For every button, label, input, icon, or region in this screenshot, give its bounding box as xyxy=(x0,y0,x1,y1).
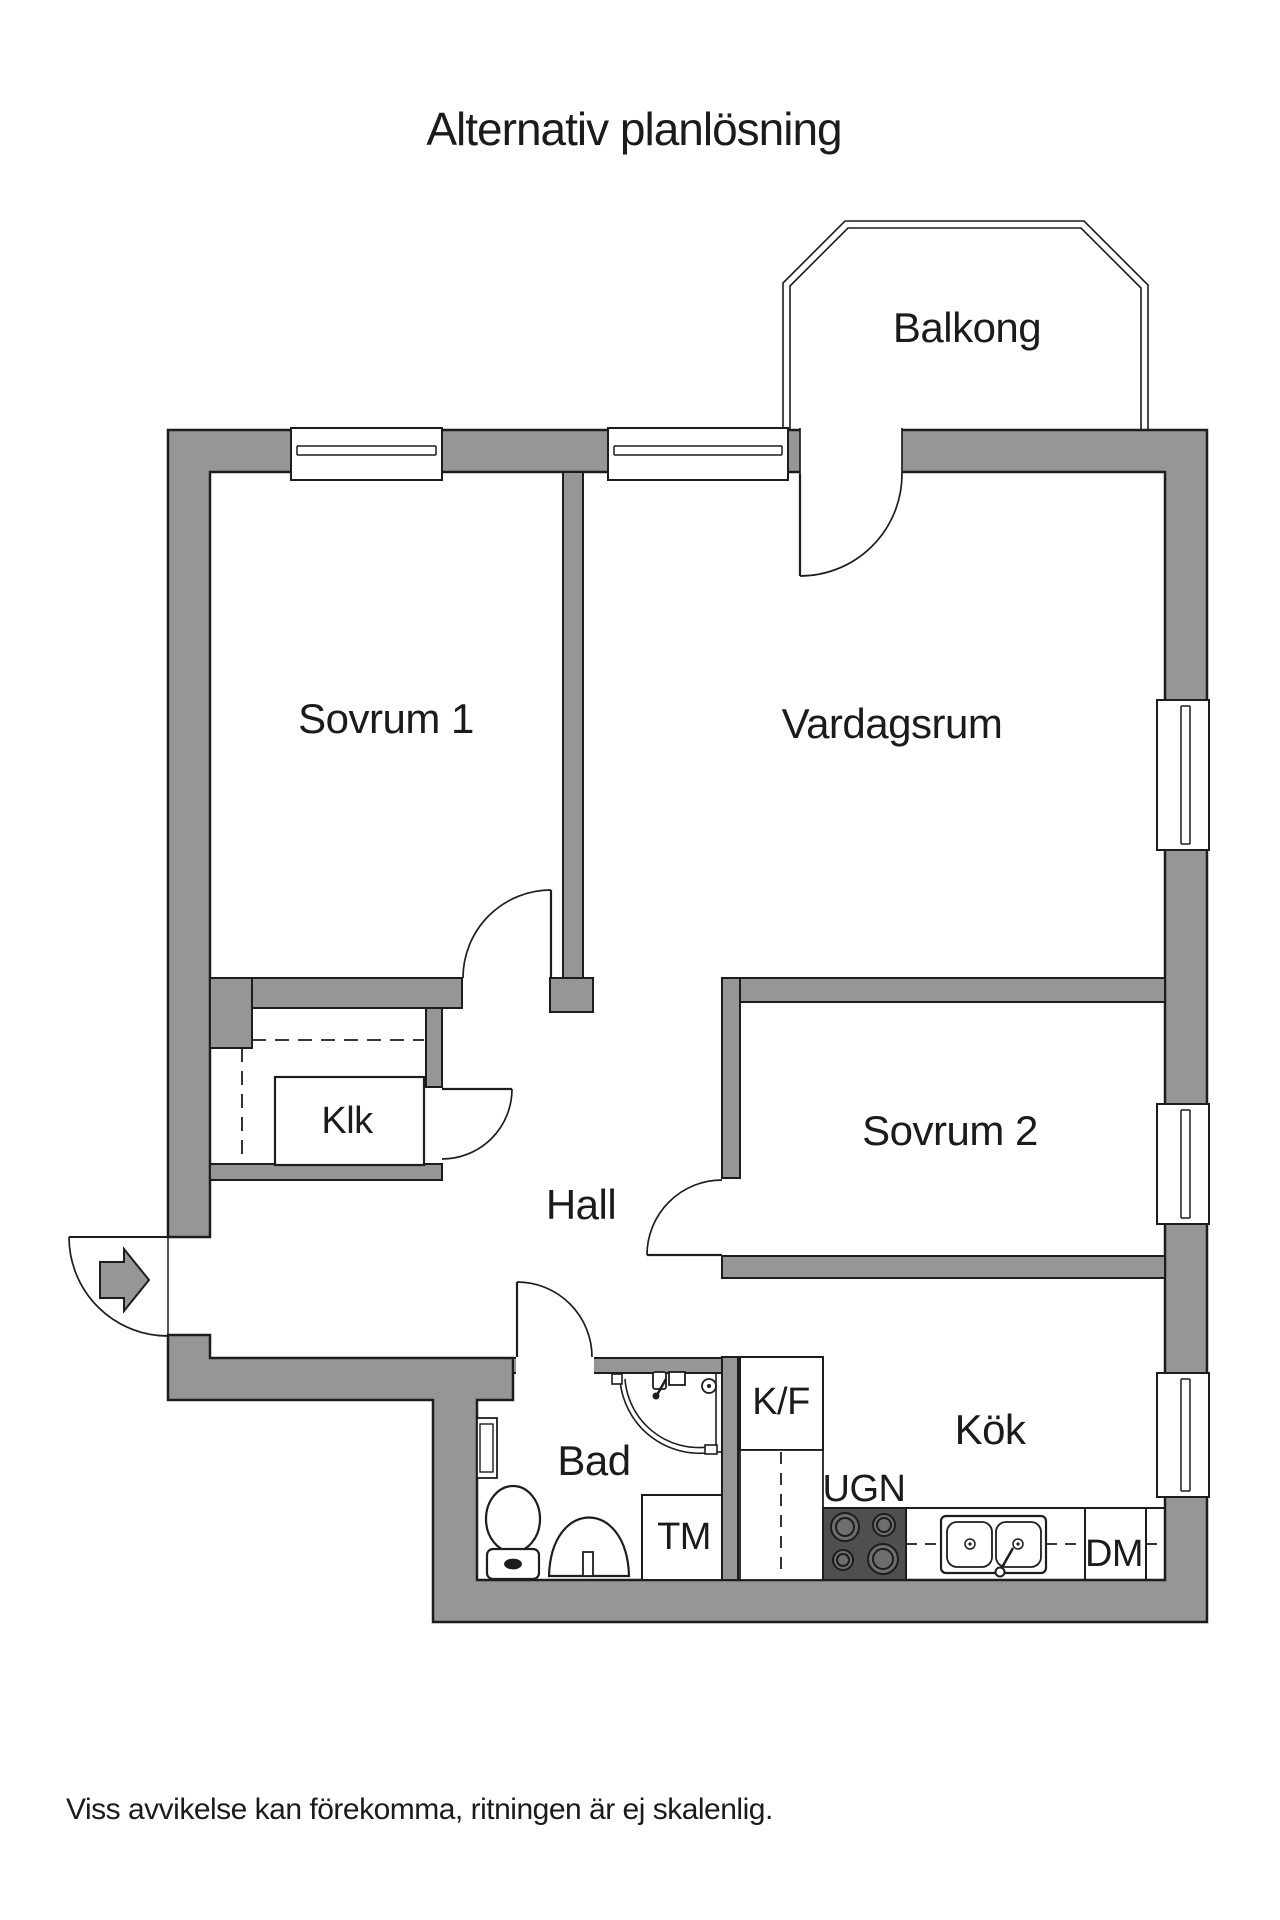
kitchen-sink-icon xyxy=(939,1514,1048,1578)
room-label-bedroom1: Sovrum 1 xyxy=(298,695,474,742)
wall-bedroom2-south xyxy=(721,1255,1166,1279)
window-kitchen-icon xyxy=(1156,1372,1210,1498)
closet-box xyxy=(273,1075,426,1167)
appliance-label-dishwasher: DM xyxy=(1084,1533,1144,1575)
bath-door-opening xyxy=(516,1355,594,1376)
fridge-freezer-box xyxy=(739,1356,824,1451)
bathroom-fixtures xyxy=(476,1371,723,1581)
wall-bedroom2-west xyxy=(721,977,741,1179)
window-living-east-icon xyxy=(1156,699,1210,851)
washing-machine-box xyxy=(641,1494,723,1581)
entrance-arrow-icon xyxy=(99,1246,151,1314)
wall-bedroom2-north xyxy=(739,977,1166,1003)
radiator-icon xyxy=(476,1417,498,1479)
windows xyxy=(290,427,1210,1498)
kitchen-fixtures xyxy=(739,1356,1165,1581)
door-balcony-icon xyxy=(798,428,903,577)
window-bedroom2-icon xyxy=(1156,1103,1210,1225)
room-label-bedroom2: Sovrum 2 xyxy=(862,1107,1038,1154)
wall-bath-east xyxy=(721,1356,739,1581)
door-openings xyxy=(516,428,902,1376)
wall-tee-block xyxy=(549,977,594,1013)
washbasin-icon xyxy=(547,1516,631,1578)
wall-closet-step xyxy=(209,977,253,1049)
appliance-label-washer: TM xyxy=(657,1516,711,1558)
door-bedroom2-icon xyxy=(646,1179,723,1257)
room-label-closet: Klk xyxy=(321,1100,373,1142)
closet-fittings xyxy=(241,1039,426,1167)
wall-closet-east xyxy=(425,1007,443,1088)
room-label-balcony: Balkong xyxy=(892,304,1042,351)
door-closet-icon xyxy=(441,1087,513,1160)
wall-closet-south xyxy=(209,1163,443,1181)
toilet-icon xyxy=(484,1484,542,1581)
door-entrance-icon xyxy=(68,1236,169,1337)
doors xyxy=(68,428,903,1358)
window-living-icon xyxy=(607,427,789,481)
wall-bedroom1-living xyxy=(562,471,584,979)
window-bedroom1-icon xyxy=(290,427,443,481)
appliance-label-fridge-freezer: K/F xyxy=(752,1381,810,1423)
room-label-bath: Bad xyxy=(557,1437,631,1484)
door-bedroom1-icon xyxy=(462,889,553,979)
door-bath-icon xyxy=(515,1281,593,1358)
shower-icon xyxy=(611,1371,722,1455)
balcony-railing xyxy=(782,220,1149,430)
room-label-living: Vardagsrum xyxy=(781,700,1003,747)
stove-icon xyxy=(822,1507,907,1581)
outer-walls xyxy=(166,428,1209,1624)
room-label-hall: Hall xyxy=(545,1181,617,1228)
disclaimer-text: Viss avvikelse kan förekomma, ritningen … xyxy=(66,1793,773,1826)
balcony-door-opening xyxy=(800,428,902,474)
room-label-kitchen: Kök xyxy=(954,1406,1026,1453)
page-title: Alternativ planlösning xyxy=(426,103,842,155)
appliance-label-oven: UGN xyxy=(822,1468,906,1510)
